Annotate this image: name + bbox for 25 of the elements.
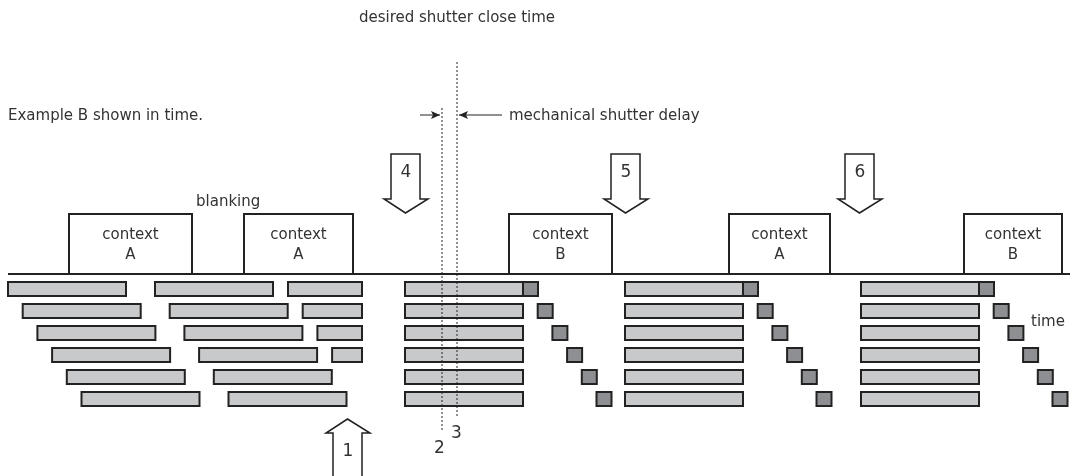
context-box — [728, 213, 831, 275]
block-arrow — [837, 153, 883, 214]
context-label: context A — [102, 224, 159, 264]
block-arrow — [383, 153, 429, 214]
annotation-text: mechanical shutter delay — [509, 105, 700, 125]
step-number: 5 — [619, 161, 633, 181]
step-number: 6 — [853, 161, 867, 181]
context-box — [68, 213, 193, 275]
annotation-text: Example B shown in time. — [8, 105, 204, 125]
step-number: 4 — [399, 161, 413, 181]
context-label: context A — [270, 224, 327, 264]
annotation-text: 3 — [451, 422, 462, 442]
context-box — [243, 213, 354, 275]
context-label: context A — [751, 224, 808, 264]
annotation-text: time — [1031, 311, 1065, 331]
context-label: context B — [532, 224, 589, 264]
annotation-text: 2 — [434, 437, 445, 457]
block-arrow — [603, 153, 649, 214]
context-label: context B — [984, 224, 1042, 264]
context-box — [508, 213, 613, 275]
block-arrow — [325, 418, 371, 476]
annotation-text: desired shutter close time — [357, 7, 557, 27]
context-box — [963, 213, 1063, 275]
step-number: 1 — [341, 440, 355, 460]
annotation-text: blanking — [196, 191, 261, 211]
